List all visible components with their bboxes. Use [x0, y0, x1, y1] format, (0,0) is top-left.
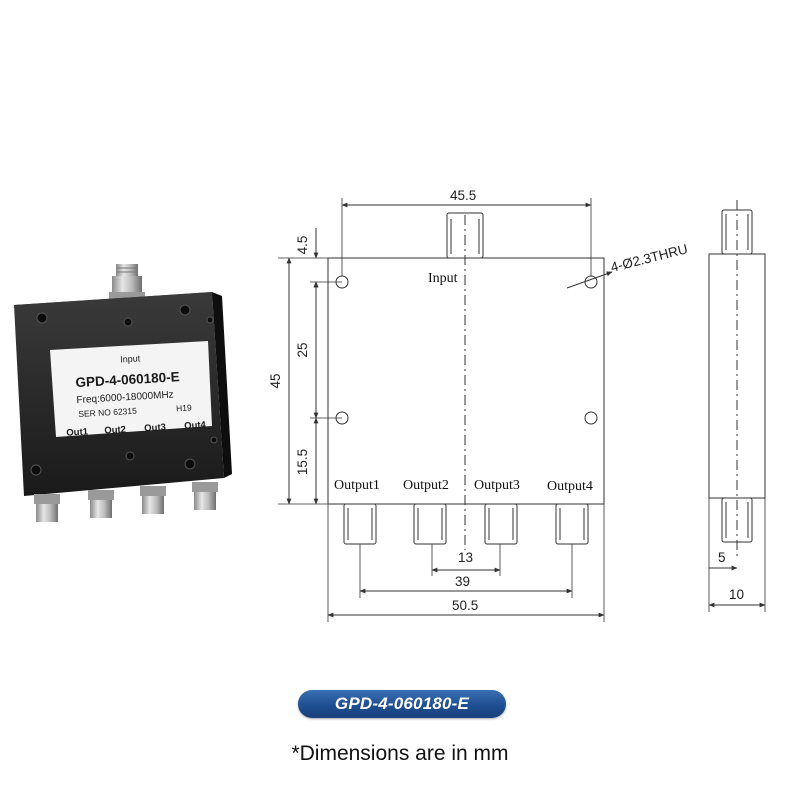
dim-top-offset: 4.5: [295, 236, 310, 255]
dim-outer-port-span: 39: [455, 574, 470, 589]
product-photo: Input GPD-4-060180-E Freq:6000-18000MHz …: [14, 264, 232, 522]
dim-hole-spacing-v: 25: [295, 342, 310, 357]
dim-bottom-offset: 15.5: [295, 449, 310, 475]
output-connectors: [34, 482, 218, 522]
side-view-drawing: [708, 200, 766, 612]
photo-label-input: Input: [120, 353, 141, 364]
body-outline: [327, 257, 605, 505]
photo-label-out1: Out1: [66, 426, 89, 438]
input-connector: [109, 264, 145, 300]
dim-connector-offset: 5: [718, 550, 726, 565]
output2-label: Output2: [403, 478, 449, 493]
photo-label-out2: Out2: [104, 424, 126, 436]
photo-label-serial: SER NO 62315: [78, 406, 137, 419]
photo-label-code: H19: [176, 402, 192, 413]
output-port-connectors: [343, 503, 589, 545]
hole-callout: 4-Ø2.3THRU: [609, 241, 689, 275]
dim-overall-height: 45: [268, 373, 283, 388]
model-badge: GPD-4-060180-E: [298, 690, 506, 718]
mounting-holes: [335, 275, 598, 425]
product-label: [50, 341, 212, 437]
output4-label: Output4: [547, 479, 593, 494]
input-port-label: Input: [428, 271, 458, 286]
photo-label-out3: Out3: [144, 422, 166, 434]
output1-label: Output1: [334, 478, 380, 493]
photo-label-model: GPD-4-060180-E: [75, 369, 180, 390]
dim-thickness: 10: [729, 587, 744, 602]
dim-overall-width: 50.5: [452, 598, 478, 613]
output3-label: Output3: [474, 478, 520, 493]
dim-top-width: 45.5: [450, 188, 476, 203]
screw-icons: [30, 304, 218, 476]
footnote: *Dimensions are in mm: [291, 742, 509, 765]
dim-port-pitch: 13: [458, 550, 473, 565]
front-view-drawing: [278, 198, 613, 622]
input-port-connector: [446, 212, 484, 259]
photo-label-out4: Out4: [184, 420, 207, 432]
